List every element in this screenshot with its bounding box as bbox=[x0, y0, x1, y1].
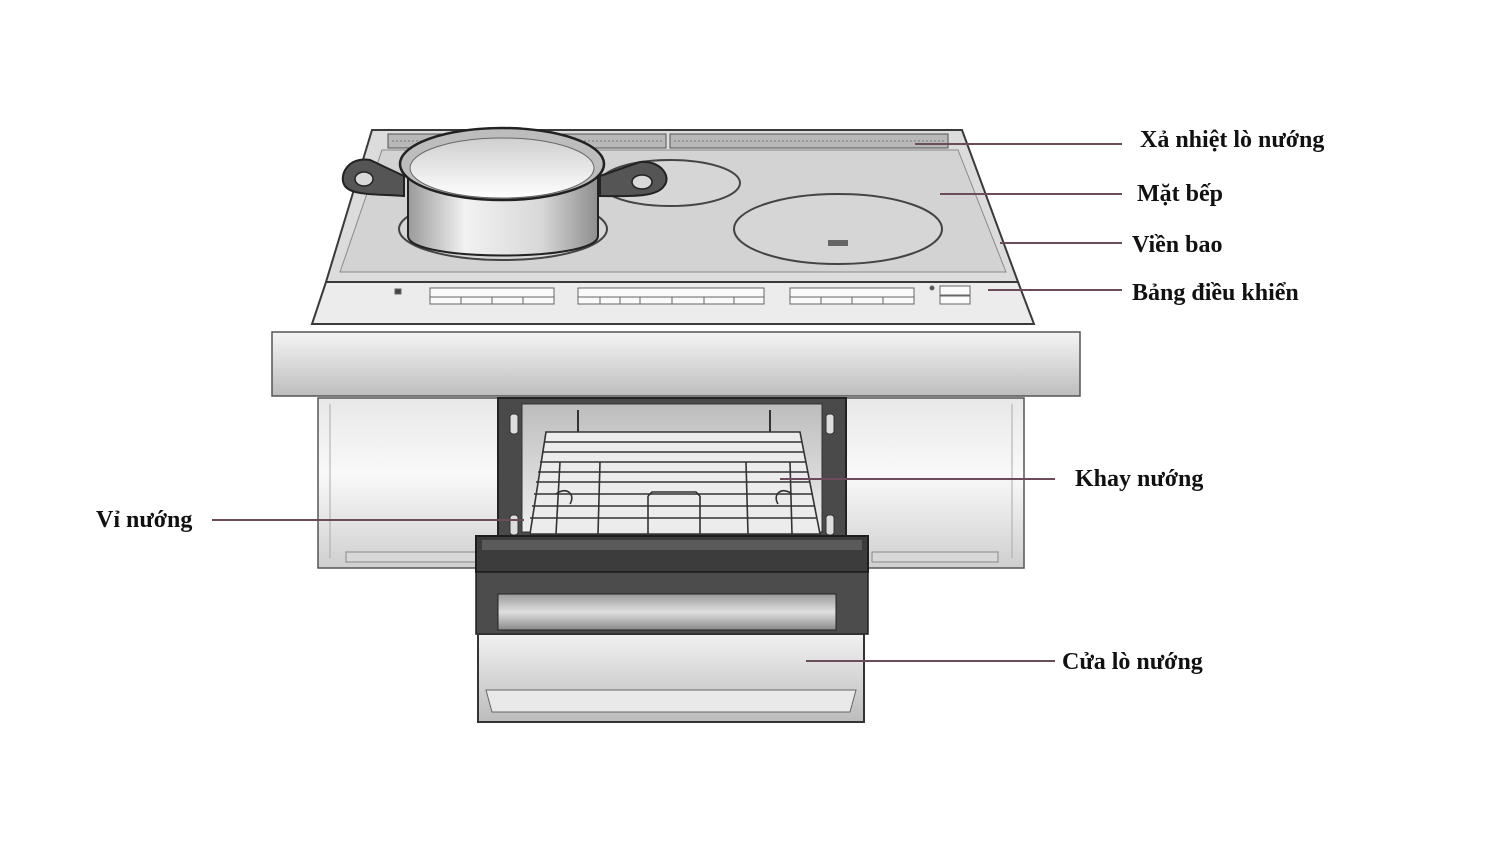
label-oven-vent: Xả nhiệt lò nướng bbox=[1140, 127, 1325, 153]
cabinet-left-panel bbox=[317, 397, 499, 569]
pot bbox=[341, 126, 668, 257]
oven-door bbox=[475, 535, 869, 723]
cabinet bbox=[317, 397, 1025, 569]
burner-right bbox=[733, 193, 943, 265]
cabinet-right-panel bbox=[845, 397, 1025, 569]
burner-right-indicator bbox=[828, 240, 848, 246]
countertop bbox=[271, 331, 1081, 397]
label-cooktop-surface: Mặt bếp bbox=[1137, 181, 1223, 207]
label-frame-trim: Viền bao bbox=[1132, 232, 1223, 258]
label-control-panel: Bảng điều khiển bbox=[1132, 280, 1299, 306]
control-panel-buttons bbox=[394, 285, 971, 305]
oven-cavity bbox=[497, 397, 847, 539]
oven-door-window bbox=[497, 593, 837, 631]
grill-rack bbox=[529, 431, 821, 535]
label-baking-tray: Khay nướng bbox=[1075, 466, 1204, 492]
label-grill-rack: Vỉ nướng bbox=[96, 507, 193, 533]
leader-lines bbox=[212, 143, 1122, 662]
pot-interior bbox=[409, 137, 595, 199]
label-oven-door: Cửa lò nướng bbox=[1062, 649, 1203, 675]
cooktop bbox=[310, 126, 1036, 325]
